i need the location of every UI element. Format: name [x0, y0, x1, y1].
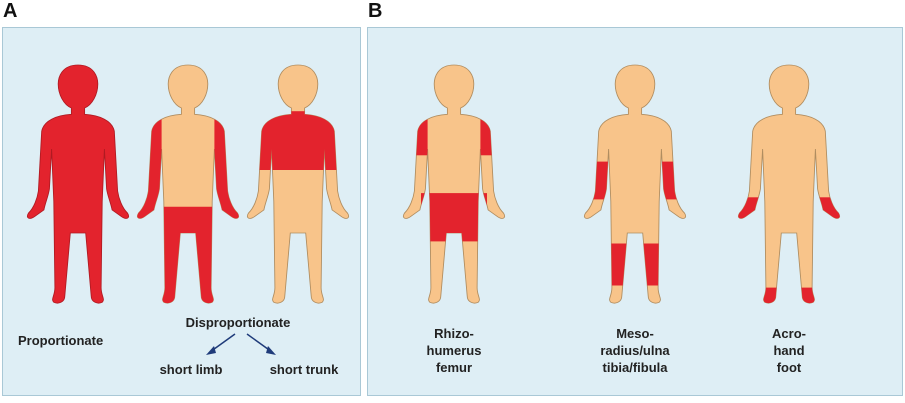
label-disproportionate: Disproportionate [185, 315, 291, 330]
label-rhizo: Rhizo- humerus femur [404, 325, 504, 376]
panel-a-letter: A [3, 0, 18, 22]
figure-rhizo [402, 64, 506, 304]
label-acro-title: Acro- [772, 326, 806, 341]
figure-proportionate [26, 64, 130, 304]
label-proportionate: Proportionate [18, 333, 104, 348]
label-meso-bone-1: radius/ulna [600, 343, 670, 358]
label-acro: Acro- hand foot [739, 325, 839, 376]
figure-short-limb [136, 64, 240, 304]
panel-b-letter: B [368, 0, 383, 22]
label-rhizo-bone-1: humerus [426, 343, 482, 358]
label-rhizo-bone-2: femur [435, 360, 473, 375]
figure-acro [737, 64, 841, 304]
label-rhizo-title: Rhizo- [434, 326, 474, 341]
label-meso-title: Meso- [616, 326, 654, 341]
figure-meso [583, 64, 687, 304]
label-meso: Meso- radius/ulna tibia/fibula [575, 325, 695, 376]
label-short-limb: short limb [159, 362, 223, 377]
disproportionate-arrows [206, 333, 276, 355]
figure-short-trunk [246, 64, 350, 304]
label-acro-part-2: foot [776, 360, 802, 375]
label-short-trunk: short trunk [269, 362, 339, 377]
label-meso-bone-2: tibia/fibula [602, 360, 668, 375]
label-acro-part-1: hand [773, 343, 805, 358]
